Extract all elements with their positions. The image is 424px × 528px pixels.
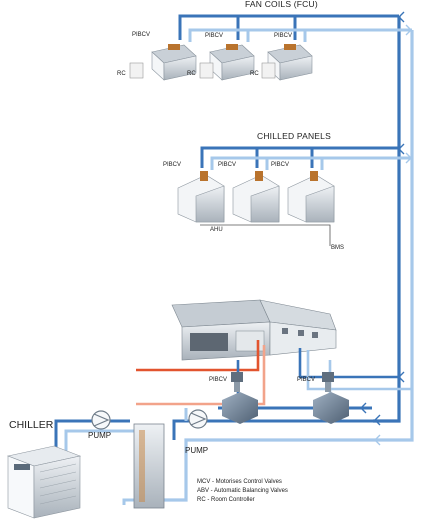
bms-label: BMS (331, 245, 345, 251)
fan-coils-title: FAN COILS (FCU) (245, 0, 318, 9)
pibcv-label: PIBCV (132, 32, 151, 38)
rc-label: RC (250, 71, 259, 77)
ahu-unit (171, 299, 337, 361)
primary-return-loop (64, 408, 188, 505)
chiller-unit (6, 445, 82, 519)
legend: MCV - Motorises Control Valves ABV - Aut… (197, 478, 288, 505)
pibcv-label: PIBCV (205, 33, 224, 39)
fcu-supply-header (178, 14, 399, 40)
bms-line (200, 224, 331, 246)
pibcv-label: PIBCV (209, 377, 228, 383)
panel-return-header (210, 156, 412, 170)
chilled-panel (232, 171, 280, 223)
fcu-arrows (398, 11, 405, 23)
room-controller-icon (199, 62, 214, 79)
ahu-label: AHU (210, 227, 223, 233)
return-riser (142, 30, 414, 502)
buffer-vessel (133, 423, 165, 509)
pump-label: PUMP (88, 431, 112, 440)
pibcv-label: PIBCV (274, 33, 293, 39)
pump-icon (91, 410, 111, 430)
mcv-valve (313, 372, 349, 424)
pump-icon (188, 409, 208, 429)
room-controller-icon (261, 62, 276, 79)
fan-coil-unit (209, 44, 255, 81)
rc-label: RC (117, 71, 126, 77)
chilled-panels-title: CHILLED PANELS (257, 131, 331, 141)
pibcv-label: PIBCV (297, 377, 316, 383)
pibcv-label: PIBCV (163, 162, 182, 168)
chiller-label: CHILLER (9, 419, 54, 431)
hot-water-pipes (136, 340, 266, 406)
pibcv-label: PIBCV (271, 162, 290, 168)
return-arrows (360, 402, 381, 426)
supply-riser (373, 16, 401, 423)
legend-item: RC - Room Controller (197, 497, 255, 503)
chilled-panel (287, 171, 335, 223)
chilled-panel (177, 171, 225, 223)
fan-coil-unit (151, 44, 197, 81)
legend-item: ABV - Automatic Balancing Valves (197, 488, 288, 494)
pump-label: PUMP (185, 446, 209, 455)
rc-label: RC (187, 71, 196, 77)
fan-coil-unit (267, 44, 313, 81)
pibcv-label: PIBCV (218, 162, 237, 168)
mcv-valve (222, 372, 258, 424)
room-controller-icon (129, 62, 144, 79)
legend-item: MCV - Motorises Control Valves (197, 479, 282, 485)
fcu-return-header (188, 28, 412, 42)
